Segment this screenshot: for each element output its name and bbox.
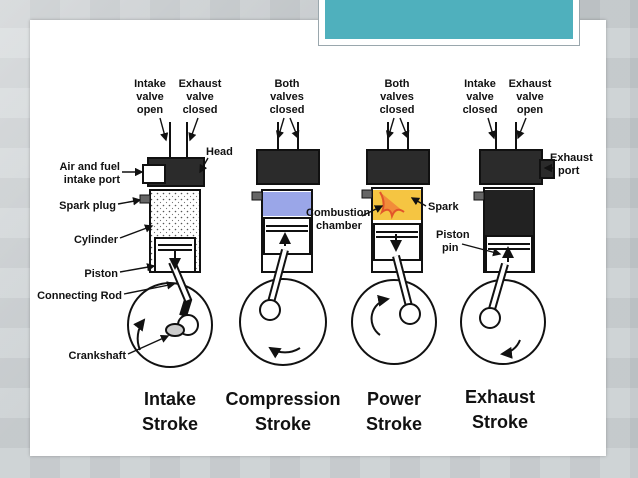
intake-valve-open-label-1: Intake: [134, 78, 166, 90]
exhaust-valve-open-label-2: valve: [516, 91, 544, 103]
cylinder-label: Cylinder: [74, 234, 119, 246]
piston-pin-label-1: Piston: [436, 229, 470, 241]
compression-stroke-title-1: Compression: [225, 389, 340, 409]
exhaust-valve-open-label-3: open: [517, 104, 544, 116]
combustion-chamber-label-2: chamber: [316, 220, 363, 232]
exhaust-stroke-title-2: Stroke: [472, 412, 528, 432]
compression-stroke-title-2: Stroke: [255, 414, 311, 434]
both-valves-closed-1-label-2: valves: [270, 91, 304, 103]
intake-valve-closed-label-2: valve: [466, 91, 494, 103]
spark-plug-icons: [139, 189, 485, 204]
intake-valve-open-label-3: open: [137, 104, 164, 116]
piston-label: Piston: [84, 268, 118, 280]
engine-compression: [239, 122, 327, 366]
combustion-chamber-label-1: Combustion: [306, 207, 370, 219]
both-valves-closed-1-label-3: closed: [270, 104, 305, 116]
title-tab: [318, 0, 580, 46]
head-label: Head: [206, 146, 233, 158]
air-fuel-port-label-1: Air and fuel: [59, 161, 120, 173]
intake-valve-closed-label-3: closed: [463, 104, 498, 116]
air-fuel-port-label-2: intake port: [64, 174, 121, 186]
exhaust-valve-closed-label-3: closed: [183, 104, 218, 116]
power-stroke-title-1: Power: [367, 389, 421, 409]
both-valves-closed-2-label-3: closed: [380, 104, 415, 116]
both-valves-closed-2-label-1: Both: [384, 78, 409, 90]
crankshaft-label: Crankshaft: [69, 350, 127, 362]
intake-valve-open-label-2: valve: [136, 91, 164, 103]
spark-label: Spark: [428, 201, 459, 213]
valve-labels: Intake valve open Exhaust valve closed B…: [134, 78, 552, 116]
exhaust-valve-closed-label-1: Exhaust: [179, 78, 222, 90]
exhaust-valve-closed-label-2: valve: [186, 91, 214, 103]
both-valves-closed-2-label-2: valves: [380, 91, 414, 103]
part-labels-left: Air and fuel intake port Spark plug Cyli…: [37, 161, 126, 362]
exhaust-valve-open-label-1: Exhaust: [509, 78, 552, 90]
engine-exhaust: [460, 122, 555, 365]
leader-lines: [117, 117, 555, 355]
engine-power: [351, 122, 437, 365]
power-stroke-title-2: Stroke: [366, 414, 422, 434]
exhaust-port-label-1: Exhaust: [550, 152, 593, 164]
piston-pin-label-2: pin: [442, 242, 459, 254]
spark-plug-label: Spark plug: [59, 200, 116, 212]
intake-stroke-title-1: Intake: [144, 389, 196, 409]
exhaust-port-label-2: port: [558, 165, 580, 177]
intake-valve-closed-label-1: Intake: [464, 78, 496, 90]
both-valves-closed-1-label-1: Both: [274, 78, 299, 90]
exhaust-stroke-title-1: Exhaust: [465, 387, 535, 407]
intake-stroke-title-2: Stroke: [142, 414, 198, 434]
connecting-rod-label: Connecting Rod: [37, 290, 122, 302]
stroke-titles: Intake Stroke Compression Stroke Power S…: [142, 387, 535, 434]
part-labels-inline: Head Combustion chamber Spark Exhaust po…: [206, 146, 593, 254]
engine-intake: [127, 122, 213, 368]
title-tab-fill: [325, 0, 573, 39]
